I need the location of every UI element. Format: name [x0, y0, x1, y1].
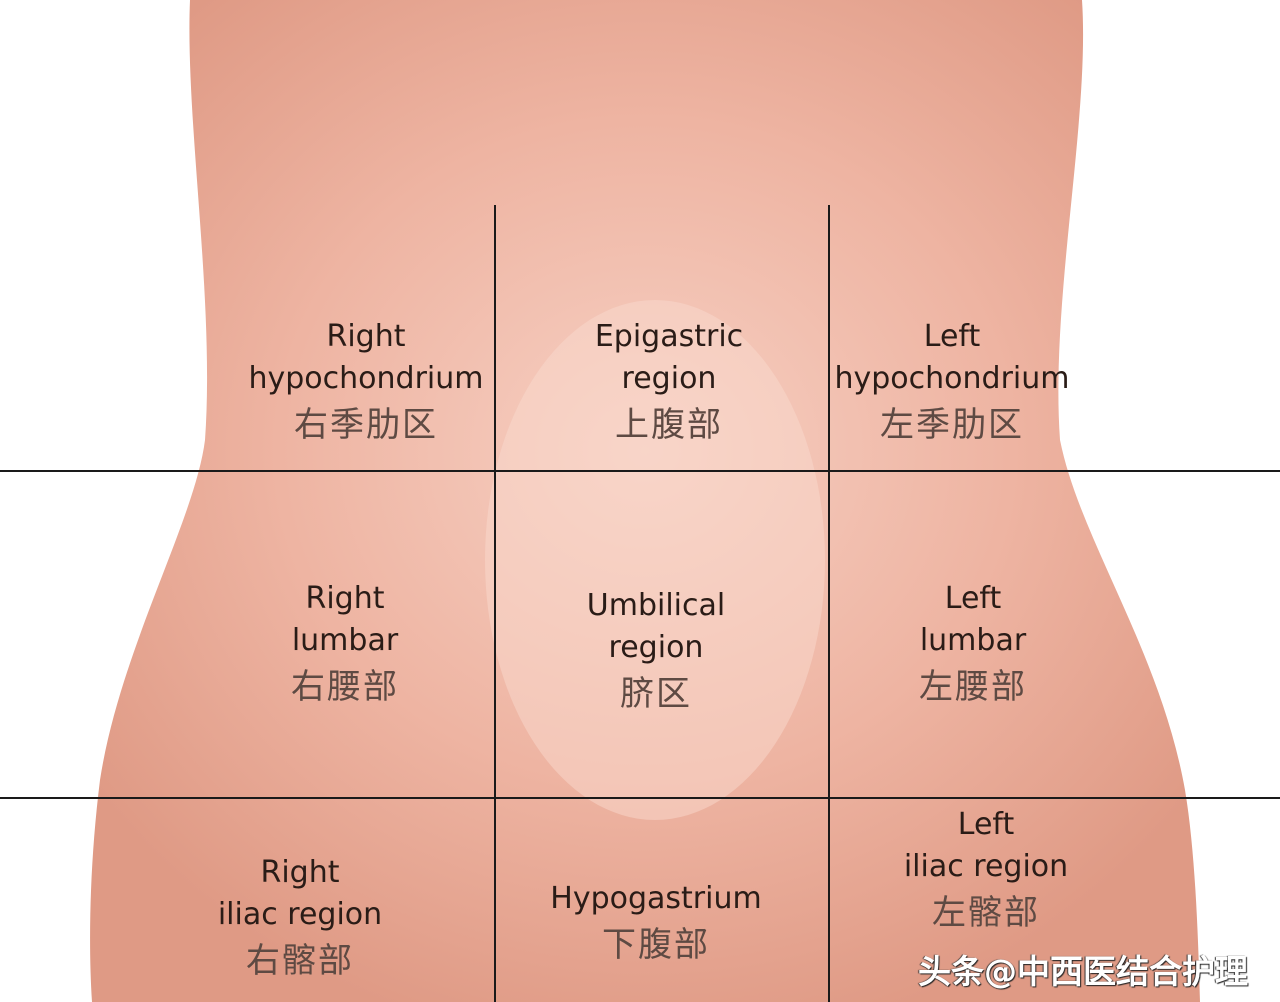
- label-zh: 右季肋区: [294, 405, 438, 445]
- label-zh: 右髂部: [245, 941, 354, 981]
- watermark: 头条@中西医结合护理: [918, 952, 1248, 991]
- region-right-hypochondrium: Right hypochondrium 右季肋区: [249, 316, 484, 450]
- label-zh: 左腰部: [919, 667, 1027, 707]
- label-en: lumbar: [919, 623, 1027, 658]
- region-left-hypochondrium: Left hypochondrium 左季肋区: [835, 316, 1070, 450]
- label-en: hypochondrium: [834, 361, 1070, 396]
- label-en: hypochondrium: [248, 361, 484, 396]
- label-en: region: [621, 361, 717, 396]
- region-grid-lines: [0, 205, 1280, 1002]
- label-en: Left: [944, 581, 1002, 616]
- label-en: iliac region: [903, 849, 1069, 884]
- region-right-lumbar: Right lumbar 右腰部: [291, 578, 399, 712]
- abdomen-highlight: [485, 300, 825, 820]
- region-left-iliac: Left iliac region 左髂部: [904, 804, 1068, 938]
- label-en: Umbilical: [586, 588, 726, 623]
- label-zh: 左季肋区: [880, 405, 1024, 445]
- label-en: Left: [957, 807, 1015, 842]
- region-right-iliac: Right iliac region 右髂部: [218, 852, 382, 986]
- region-hypogastrium: Hypogastrium 下腹部: [550, 878, 761, 970]
- label-zh: 脐区: [619, 674, 692, 714]
- label-zh: 上腹部: [614, 405, 723, 445]
- label-en: lumbar: [291, 623, 399, 658]
- region-epigastric: Epigastric region 上腹部: [595, 316, 743, 450]
- label-en: iliac region: [217, 897, 383, 932]
- label-en: Epigastric: [594, 319, 744, 354]
- label-en: Right: [326, 319, 406, 354]
- region-umbilical: Umbilical region 脐区: [587, 585, 725, 719]
- label-zh: 下腹部: [602, 925, 710, 965]
- label-zh: 右腰部: [291, 667, 399, 707]
- label-en: region: [608, 630, 704, 665]
- label-en: Hypogastrium: [550, 881, 762, 916]
- label-en: Right: [305, 581, 385, 616]
- label-zh: 左髂部: [931, 893, 1040, 933]
- region-left-lumbar: Left lumbar 左腰部: [919, 578, 1027, 712]
- label-en: Right: [260, 855, 340, 890]
- label-en: Left: [923, 319, 981, 354]
